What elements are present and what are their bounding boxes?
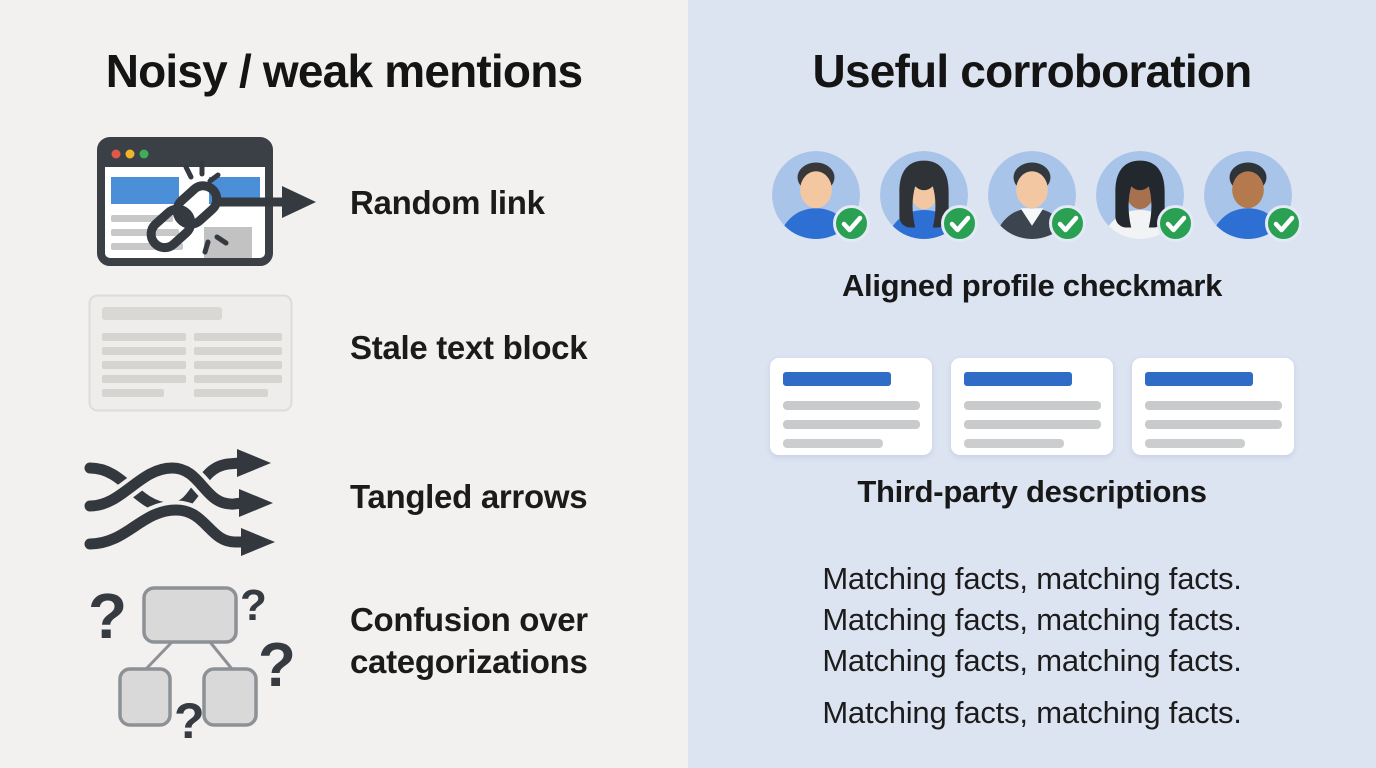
confusion-hierarchy-icon: ? ? ? ? <box>82 570 310 749</box>
card-text-line <box>964 439 1064 448</box>
green-checkmark-icon <box>941 205 978 242</box>
description-card <box>951 358 1113 455</box>
description-card <box>770 358 932 455</box>
useful-corroboration-panel: Useful corroboration <box>688 0 1376 768</box>
broken-link-browser-icon <box>96 136 320 273</box>
noisy-mentions-panel: Noisy / weak mentions <box>0 0 688 768</box>
tangled-arrows-label: Tangled arrows <box>350 478 588 515</box>
left-panel-title: Noisy / weak mentions <box>105 45 583 97</box>
avatar-man-blue-shirt <box>772 151 870 242</box>
avatar-woman-white-shirt <box>1096 151 1194 242</box>
card-text-line <box>1145 401 1282 410</box>
card-title-bar <box>964 372 1072 386</box>
card-text-line <box>1145 420 1282 429</box>
svg-text:?: ? <box>88 580 127 652</box>
description-card <box>1132 358 1294 455</box>
aligned-profile-caption: Aligned profile checkmark <box>841 268 1223 303</box>
random-link-label: Random link <box>350 184 545 221</box>
card-text-line <box>1145 439 1245 448</box>
card-text-line <box>783 420 920 429</box>
third-party-caption: Third-party descriptions <box>857 474 1207 509</box>
green-checkmark-icon <box>1049 205 1086 242</box>
stale-text-block-icon <box>88 294 293 417</box>
matching-facts-line: Matching facts, matching facts. <box>822 561 1242 596</box>
green-checkmark-icon <box>1157 205 1194 242</box>
tangled-arrows-icon <box>80 446 304 566</box>
svg-text:?: ? <box>174 693 205 740</box>
svg-text:?: ? <box>258 631 296 700</box>
card-text-line <box>783 439 883 448</box>
matching-facts-line: Matching facts, matching facts. <box>822 695 1242 730</box>
stale-text-block-label: Stale text block <box>350 329 588 366</box>
matching-facts-block: Matching facts, matching facts. Matching… <box>688 558 1376 733</box>
avatar-woman-blue-shirt <box>880 151 978 242</box>
matching-facts-line: Matching facts, matching facts. <box>822 602 1242 637</box>
description-cards-row <box>688 358 1376 455</box>
card-text-line <box>964 420 1101 429</box>
svg-text:?: ? <box>240 581 267 630</box>
green-checkmark-icon <box>833 205 870 242</box>
card-text-line <box>964 401 1101 410</box>
card-text-line <box>783 401 920 410</box>
card-title-bar <box>783 372 891 386</box>
confusion-label: Confusion over categorizations <box>350 601 588 680</box>
avatar-man-brown-skin <box>1204 151 1302 242</box>
green-checkmark-icon <box>1265 205 1302 242</box>
avatar-man-suit <box>988 151 1086 242</box>
profile-avatar-row <box>688 151 1376 242</box>
card-title-bar <box>1145 372 1253 386</box>
right-panel-title: Useful corroboration <box>812 45 1253 97</box>
matching-facts-line: Matching facts, matching facts. <box>822 643 1242 678</box>
